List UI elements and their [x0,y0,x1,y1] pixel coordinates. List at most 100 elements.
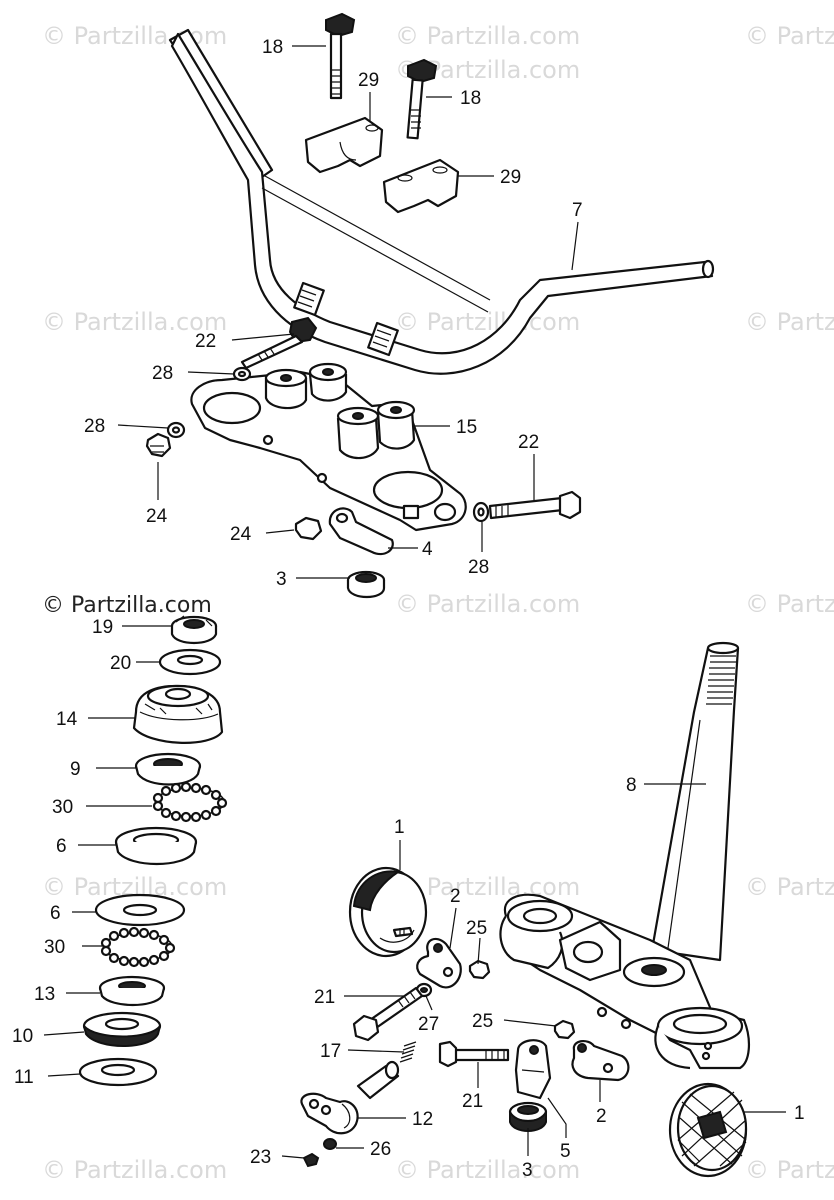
callout-28: 28 [152,363,173,384]
clamp-4[interactable] [328,507,394,556]
bolt-21-upper[interactable] [352,986,424,1042]
seal-3-upper[interactable] [346,570,386,599]
bracket-5[interactable] [514,1039,552,1100]
steering-stem[interactable] [650,641,740,962]
callout-4: 4 [422,539,433,560]
handlebar-holder-upper-right[interactable] [382,158,460,214]
cover-1-left[interactable] [348,866,428,958]
callout-27: 27 [418,1014,439,1035]
washer-20[interactable] [158,648,222,676]
callout-29: 29 [500,167,521,188]
bracket-2-upper[interactable] [416,937,462,989]
bolt-18-left[interactable] [325,12,356,100]
race-6-upper[interactable] [114,826,198,866]
watermark: © Partzilla.com [745,1156,834,1184]
race-6-lower[interactable] [94,893,186,927]
watermark: © Partzilla.com [42,1156,227,1184]
cover-1-right[interactable] [668,1082,748,1178]
watermark: © Partzilla.com [745,22,834,50]
handlebar-holder-upper-left[interactable] [304,116,384,174]
callout-9: 9 [70,759,81,780]
callout-21: 21 [462,1091,483,1112]
watermark: © Partzilla.com [42,22,227,50]
bracket-2-lower[interactable] [571,1040,630,1082]
washer-26[interactable] [323,1138,337,1150]
watermark: © Partzilla.com [395,22,580,50]
callout-23: 23 [250,1147,271,1168]
callout-18: 18 [460,88,481,109]
watermark: © Partzilla.com [42,308,227,336]
watermark: © Partzilla.com [395,873,580,901]
callout-6: 6 [56,836,67,857]
callout-3: 3 [522,1160,533,1181]
callout-5: 5 [560,1141,571,1162]
callout-10: 10 [12,1026,33,1047]
callout-6: 6 [50,903,61,924]
nut-24-left[interactable] [145,432,172,458]
callout-2: 2 [450,886,461,907]
callout-1: 1 [394,817,405,838]
screw-23[interactable] [302,1152,320,1168]
callout-24: 24 [146,506,168,527]
cone-13[interactable] [98,975,166,1006]
bolt-22-upper[interactable] [240,316,318,370]
watermark: © Partzilla.com [395,308,580,336]
callout-12: 12 [412,1109,433,1130]
callout-24: 24 [230,524,252,545]
callout-29: 29 [358,70,379,91]
nut-25-lower[interactable] [553,1019,576,1040]
washer-28-left[interactable] [166,421,186,439]
handlebar[interactable] [168,28,715,375]
lock-cylinder-12[interactable] [300,1060,400,1135]
watermark: © Partzilla.com [745,308,834,336]
watermarks: © Partzilla.com © Partzilla.com © Partzi… [42,22,834,1184]
cone-9[interactable] [134,752,202,786]
callout-22: 22 [195,331,216,352]
top-bridge[interactable] [190,362,467,532]
callout-20: 20 [110,653,131,674]
callout-14: 14 [56,709,78,730]
bolt-18-right[interactable] [406,58,438,140]
seal-10[interactable] [82,1011,162,1047]
callout-26: 26 [370,1139,391,1160]
bearing-30-upper[interactable] [152,781,228,823]
seal-3-lower[interactable] [508,1101,548,1132]
spring-17[interactable] [399,1041,417,1063]
watermark: © Partzilla.com [745,873,834,901]
callout-25: 25 [472,1011,493,1032]
bolt-21-lower[interactable] [438,1040,510,1068]
nut-19[interactable] [170,615,218,645]
callout-17: 17 [320,1041,341,1062]
callout-8: 8 [626,775,637,796]
bottom-bridge[interactable] [499,893,750,1070]
race-14[interactable] [132,684,224,744]
callout-25: 25 [466,918,487,939]
callout-19: 19 [92,617,113,638]
nut-24-center[interactable] [294,516,323,541]
bolt-22-right[interactable] [488,490,582,520]
callout-labels: 18 18 29 29 7 22 28 28 15 22 24 24 4 28 … [12,37,805,1181]
callout-11: 11 [14,1067,34,1088]
callout-7: 7 [572,200,583,221]
callout-21: 21 [314,987,335,1008]
washer-11[interactable] [78,1057,158,1087]
callout-18: 18 [262,37,283,58]
callout-15: 15 [456,417,477,438]
washer-28-right[interactable] [472,501,490,523]
watermark: © Partzilla.com [395,1156,580,1184]
callout-2: 2 [596,1106,607,1127]
callout-30: 30 [52,797,73,818]
watermark-dark: © Partzilla.com [42,593,212,618]
nut-25-upper[interactable] [468,959,491,980]
callout-22: 22 [518,432,539,453]
bearing-30-lower[interactable] [100,926,176,968]
callout-28: 28 [468,557,489,578]
watermark: © Partzilla.com [745,590,834,618]
callout-1: 1 [794,1103,805,1124]
callout-13: 13 [34,984,55,1005]
callout-3: 3 [276,569,287,590]
watermark: © Partzilla.com [395,590,580,618]
washer-28-upper[interactable] [232,366,252,382]
callout-28: 28 [84,416,105,437]
